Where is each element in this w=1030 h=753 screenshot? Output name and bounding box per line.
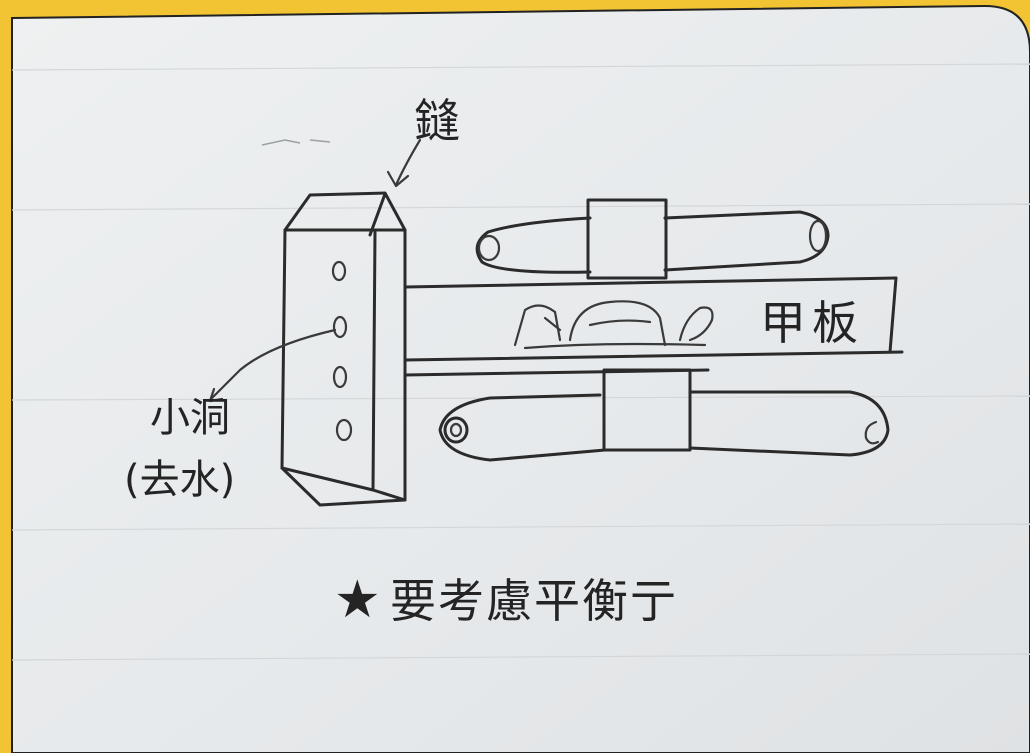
upper-tube (475, 198, 830, 280)
label-small-hole: 小洞 (150, 395, 230, 441)
drain-hole-1 (331, 260, 347, 282)
label-drain: (去水) (124, 457, 236, 503)
star-icon: ★ (334, 570, 381, 630)
tank-box (280, 191, 407, 507)
label-seam: 鏠 (414, 94, 460, 148)
lower-tube (438, 368, 890, 462)
label-deck-plate: 甲板 (760, 296, 864, 350)
drain-hole-3 (332, 365, 348, 389)
hole-pointer (208, 328, 337, 402)
seam-arrow (386, 138, 422, 188)
paper-sheet (11, 4, 1030, 753)
pencil-marks (261, 139, 331, 146)
drain-holes (331, 260, 353, 442)
balance-note: 要考慮平衡亍 (390, 574, 678, 628)
hole-pointer-head (208, 387, 224, 403)
drain-hole-4 (335, 418, 353, 442)
drain-hole-2 (332, 315, 348, 339)
